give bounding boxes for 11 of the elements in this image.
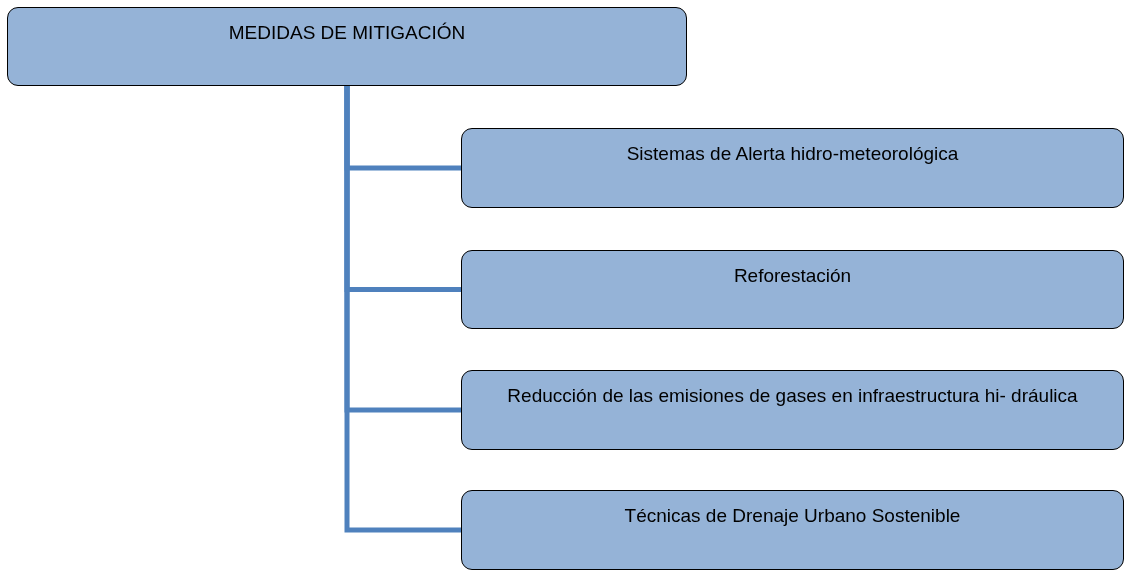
rounded-box bbox=[461, 128, 1124, 208]
connector-line bbox=[344, 86, 461, 533]
box-label: MEDIDAS DE MITIGACIÓN bbox=[228, 22, 466, 43]
box-label: Reforestación bbox=[733, 265, 852, 286]
box-label: Técnicas de Drenaje Urbano Sostenible bbox=[624, 505, 961, 526]
box-label: Reducción de las emisiones de gases en infraestructura hi- dráulica bbox=[507, 385, 1078, 406]
rounded-box bbox=[7, 7, 687, 86]
rounded-box bbox=[461, 370, 1124, 450]
box-label: Sistemas de Alerta hidro-meteorológica bbox=[626, 143, 959, 164]
rounded-box bbox=[461, 490, 1124, 570]
rounded-box bbox=[461, 250, 1124, 329]
